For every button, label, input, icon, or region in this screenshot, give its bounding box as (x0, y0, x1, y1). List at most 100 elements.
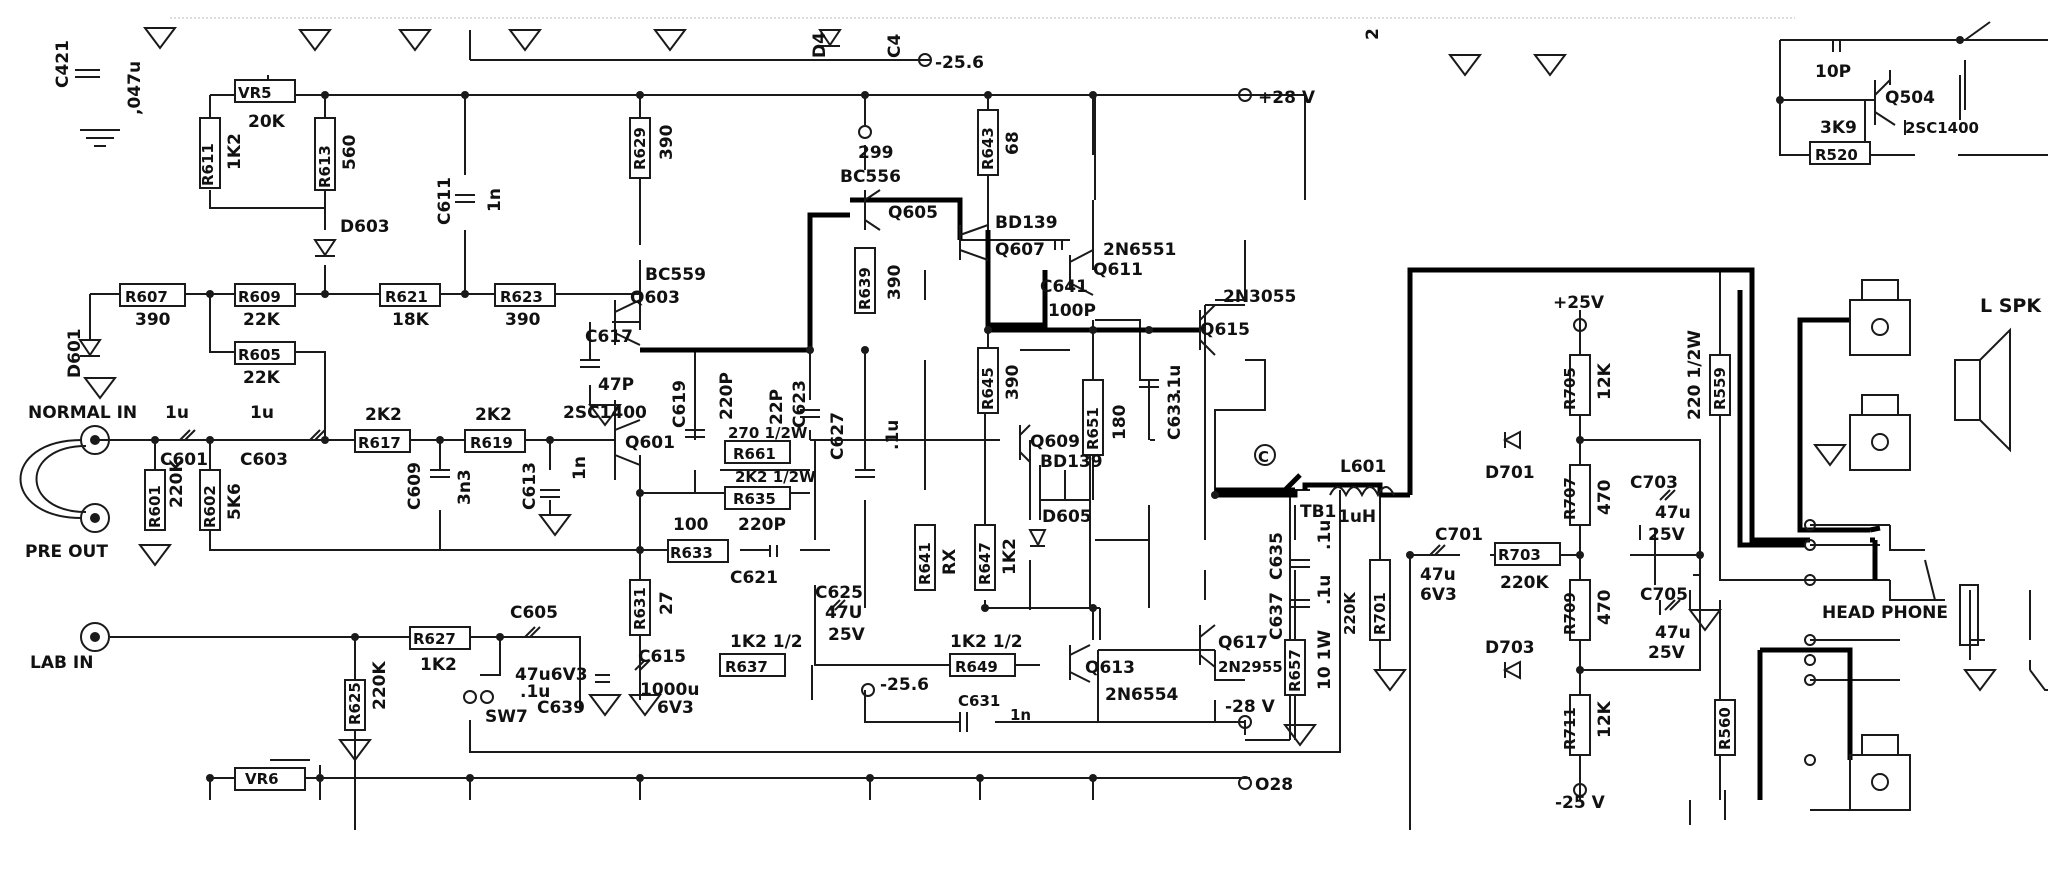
label-r661: R661 (733, 445, 776, 463)
label-bc556: BC556 (840, 167, 901, 187)
label-c641-val: 100P (1048, 301, 1096, 321)
resistors (119, 79, 1871, 791)
label-c703: C703 (1630, 473, 1678, 493)
label-r641: R641 (916, 542, 934, 585)
label-c617-val: 47P (598, 375, 634, 395)
label-r607-val: 390 (135, 310, 171, 330)
label-r635-val: 2K2 1/2W (735, 468, 816, 486)
label-2sc1400-b: 2SC1400 (1905, 119, 1979, 137)
label-bd139-a: BD139 (995, 213, 1058, 233)
label-r637: R637 (725, 658, 768, 676)
label-d601: D601 (65, 328, 85, 378)
label-pre-out: PRE OUT (25, 542, 108, 562)
label-2n6554: 2N6554 (1105, 685, 1179, 705)
label-f2: 2 (1363, 28, 1383, 40)
label-2n6551: 2N6551 (1103, 240, 1176, 260)
label-q613: Q613 (1085, 658, 1135, 678)
connectors (19, 53, 1816, 797)
label-bd139-b: BD139 (1040, 452, 1103, 472)
label-c601: C601 (160, 450, 208, 470)
label-normal-in: NORMAL IN (28, 403, 137, 423)
transistors (614, 79, 1896, 683)
label-r707: R707 (1561, 477, 1579, 520)
label-r601-val: 220K (167, 459, 187, 508)
label-plus25v: +25V (1553, 293, 1605, 313)
label-c603-val: 1u (250, 403, 274, 423)
label-r520-val: 3K9 (1820, 118, 1857, 138)
label-r649-val: 1K2 1/2 (950, 632, 1023, 652)
label-r619: R619 (470, 434, 513, 452)
label-d701: D701 (1485, 463, 1535, 483)
label-c421: C421 (53, 40, 73, 88)
junctions (151, 36, 1964, 782)
label-c705-val: 47u (1655, 623, 1691, 643)
label-c4: C4 (885, 34, 905, 58)
label-plus28v: +28 V (1258, 88, 1316, 108)
label-r631: R631 (631, 587, 649, 630)
label-c701-val: 47u (1420, 565, 1456, 585)
label-r633-val: 100 (673, 515, 709, 535)
label-c611-val: 1n (485, 188, 505, 212)
label-c625-volt: 25V (828, 625, 866, 645)
label-r627-val: 1K2 (420, 655, 457, 675)
label-r601: R601 (146, 485, 164, 528)
label-r617: R617 (358, 434, 401, 452)
label-r651-val: 180 (1110, 404, 1130, 440)
label-c625-val: 47U (825, 603, 862, 623)
label-q611: Q611 (1093, 260, 1143, 280)
label-r613-val: 560 (340, 134, 360, 170)
label-head-phone: HEAD PHONE (1822, 603, 1948, 623)
label-c631-val: 1n (1010, 706, 1031, 724)
label-sw7: SW7 (485, 707, 528, 727)
label-r661-val: 270 1/2W (728, 424, 808, 442)
component-labels: C421 ,047u VR5 20K R611 1K2 R613 560 D60… (25, 28, 2042, 813)
label-r643: R643 (979, 127, 997, 170)
label-c627-val: .1u (883, 420, 903, 450)
label-r709-val: 470 (1595, 589, 1615, 625)
label-c-mark: C (1258, 448, 1269, 466)
label-r629: R629 (631, 127, 649, 170)
label-c615-volt: 6V3 (657, 698, 694, 718)
label-c609: C609 (405, 462, 425, 510)
label-r623: R623 (500, 288, 543, 306)
label-vr5: VR5 (238, 84, 272, 102)
label-r643-val: 68 (1003, 131, 1023, 155)
label-r639-val: 390 (885, 264, 905, 300)
label-r611-val: 1K2 (225, 133, 245, 170)
label-2k2-b: 2K2 (475, 405, 512, 425)
label-r611: R611 (199, 143, 217, 186)
label-c637: C637 (1267, 592, 1287, 640)
label-c635: C635 (1267, 532, 1287, 580)
label-r623-val: 390 (505, 310, 541, 330)
label-c609-val: 3n3 (455, 469, 475, 505)
label-c617: C617 (585, 327, 633, 347)
label-r625: R625 (346, 682, 364, 725)
label-minus25-6-top: -25.6 (935, 53, 984, 73)
label-c619: C619 (670, 380, 690, 428)
label-2n3055: 2N3055 (1223, 287, 1296, 307)
label-r649: R649 (955, 658, 998, 676)
label-r602-val: 5K6 (225, 483, 245, 520)
label-q504: Q504 (1885, 88, 1935, 108)
label-c701: C701 (1435, 525, 1483, 545)
label-r629-val: 390 (657, 124, 677, 160)
label-d603: D603 (340, 217, 390, 237)
label-c615: C615 (638, 647, 686, 667)
label-r647-val: 1K2 (1000, 538, 1020, 575)
label-r635: R635 (733, 490, 776, 508)
label-c603: C603 (240, 450, 288, 470)
label-c631: C631 (958, 692, 1000, 710)
label-c619-val: 220P (717, 372, 737, 420)
label-r711: R711 (1561, 707, 1579, 750)
capacitors (75, 40, 1841, 732)
label-c611: C611 (435, 177, 455, 225)
label-c703-volt: 25V (1648, 525, 1686, 545)
label-minus25v: -25 V (1555, 793, 1606, 813)
label-lab-in: LAB IN (30, 653, 93, 673)
label-r703-val: 220K (1500, 573, 1549, 593)
label-r651: R651 (1084, 407, 1102, 450)
label-c613: C613 (520, 462, 540, 510)
label-c633: C633 (1165, 392, 1185, 440)
label-c701-volt: 6V3 (1420, 585, 1457, 605)
